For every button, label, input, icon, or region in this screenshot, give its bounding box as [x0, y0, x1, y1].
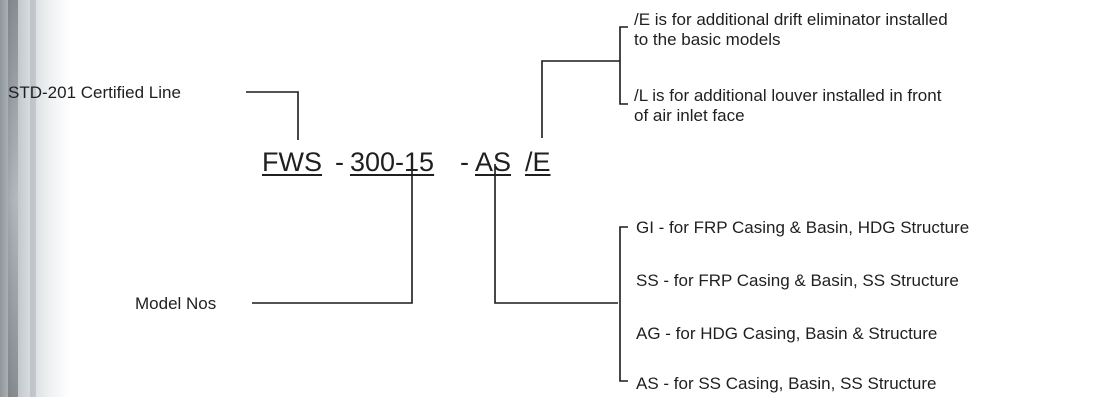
code-separator-2: -: [460, 147, 469, 177]
material-ss: SS - for FRP Casing & Basin, SS Structur…: [636, 271, 959, 290]
material-as: AS - for SS Casing, Basin, SS Structure: [636, 374, 937, 393]
material-ag: AG - for HDG Casing, Basin & Structure: [636, 324, 938, 343]
certified-line-label: STD-201 Certified Line: [8, 83, 181, 102]
code-material: AS: [475, 147, 512, 177]
material-gi: GI - for FRP Casing & Basin, HDG Structu…: [636, 218, 970, 237]
option-l-description: /L is for additional louver installed in…: [634, 86, 942, 125]
code-series: FWS: [262, 147, 322, 177]
code-model-number: 300-15: [350, 147, 435, 177]
model-nos-connector: [252, 164, 413, 304]
material-bracket: [619, 226, 628, 382]
code-option: /E: [525, 147, 551, 177]
option-connector: [541, 60, 620, 138]
material-connector: [494, 164, 618, 304]
model-nos-label: Model Nos: [135, 294, 217, 313]
certified-line-connector: [246, 91, 299, 140]
option-e-description: /E is for additional drift eliminator in…: [634, 10, 948, 49]
background-image-strip: [0, 0, 70, 397]
code-separator-1: -: [335, 147, 344, 177]
option-bracket: [619, 26, 628, 105]
